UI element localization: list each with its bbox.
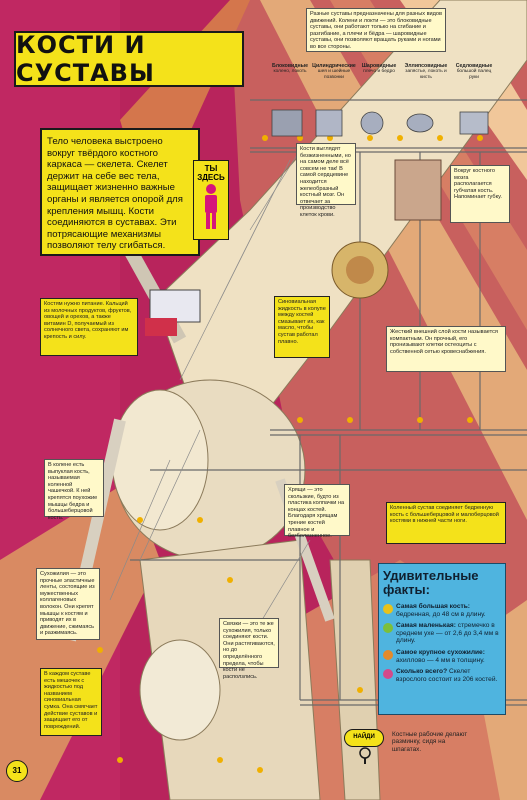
fact-text: бедренная, до 48 см в длину.: [396, 610, 486, 618]
truck: [149, 289, 201, 323]
joint-type-ellipsoid: Эллипсовидные запястье, локоть и кисть: [404, 63, 448, 80]
tendon-icon: [383, 649, 393, 660]
joint-type-desc: колено, локоть: [273, 69, 307, 75]
bone-icon: [383, 604, 393, 614]
page-title-box: КОСТИ И СУСТАВЫ: [14, 31, 244, 87]
cartilage-callout: Хрящи — это скользкие, будто из пластика…: [284, 484, 350, 539]
magnifier-icon: [359, 747, 371, 764]
tendon-callout: Сухожилия — это прочные эластичные ленты…: [36, 568, 100, 640]
facts-heading: Удивительные факты:: [383, 568, 479, 597]
ligament-callout: Связки — это те же сухожилия, только сое…: [219, 618, 279, 680]
fact-text: Скелет взрослого состоит из 206 костей.: [396, 668, 498, 683]
page-number: 31: [6, 760, 28, 782]
joint-type-name: Седловидные: [455, 63, 493, 69]
knee-joint-callout: Коленный сустав соединяет бедренную кост…: [386, 502, 506, 544]
fact-label: Самая большая кость:: [396, 603, 470, 610]
you-are-here-label: ТЫ ЗДЕСЬ: [197, 164, 225, 182]
fact-text: ахиллово — 4 мм в толщину.: [396, 656, 485, 664]
skeleton-icon: [383, 669, 393, 680]
joint-type-models: [271, 109, 489, 137]
joint-type-desc: большой палец руки: [456, 69, 492, 80]
amazing-facts-box: Удивительные факты: Самая большая кость:…: [378, 563, 506, 715]
joint-type-desc: плечо и бедро: [363, 69, 395, 75]
ear-icon: [383, 623, 393, 634]
workers: [97, 135, 483, 773]
spongy-bone-callout: Вокруг костного мозга располагается губч…: [450, 165, 510, 223]
fact-item: Самая маленькая: стремечко в среднем ухе…: [383, 622, 501, 645]
you-are-here-box: ТЫ ЗДЕСЬ: [193, 160, 229, 240]
page-title: КОСТИ И СУСТАВЫ: [16, 31, 155, 87]
find-challenge: НАЙДИ Костные рабочие делают разминку, с…: [344, 727, 470, 767]
fact-item: Сколько всего? Скелет взрослого состоит …: [383, 668, 501, 683]
bone-marrow-machine: [394, 159, 442, 221]
find-button[interactable]: НАЙДИ: [344, 729, 384, 747]
fact-item: Самая большая кость: бедренная, до 48 см…: [383, 603, 501, 618]
bursa-callout: В каждом суставе есть мешочек с жидкость…: [40, 668, 102, 736]
ropes: [109, 149, 311, 641]
fact-label: Самое крупное сухожилие:: [396, 648, 485, 656]
joint-types-callout: Разные суставы предназначены для разных …: [306, 8, 446, 52]
fact-label: Сколько всего?: [396, 668, 448, 676]
kneecap-callout: В колене есть выпуклая кость, называемая…: [44, 459, 104, 521]
compact-bone-callout: Жесткий внешний слой кости называется ко…: [386, 326, 506, 372]
intro-text: Тело человека выстроено вокруг твёрдого …: [40, 128, 200, 256]
kneecap: [111, 389, 209, 531]
joint-type-name: Эллипсовидные: [404, 63, 448, 69]
find-text: Костные рабочие делают разминку, сидя на…: [392, 731, 468, 753]
joint-type-desc: шея и шейные позвонки: [317, 69, 351, 80]
person-icon: [205, 184, 217, 229]
truck-cab: [145, 318, 177, 336]
joint-type-hinge: Блоковидные колено, локоть: [268, 63, 312, 75]
bones-alive-callout: Кости выглядят безжизненными, но на само…: [296, 143, 356, 218]
joint-type-ball: Шаровидные плечо и бедро: [357, 63, 401, 75]
joint-type-saddle: Седловидные большой палец руки: [452, 63, 496, 80]
joint-type-name: Блоковидные: [272, 63, 308, 69]
lower-bone-end: [139, 639, 221, 741]
fact-label: Самая маленькая:: [396, 622, 456, 630]
bone-marrow-core: [346, 256, 374, 284]
fact-text: стремечко в среднем ухе — от 2,6 до 3,4 …: [396, 622, 499, 645]
synovial-fluid-callout: Синовиальная жидкость в колупе между кос…: [274, 296, 330, 358]
fact-item: Самое крупное сухожилие: ахиллово — 4 мм…: [383, 649, 501, 664]
joint-type-name: Цилиндрические: [312, 63, 356, 69]
nutrition-callout: Костям нужно питание. Кальций из молочны…: [40, 298, 138, 356]
joint-type-desc: запястье, локоть и кисть: [405, 69, 447, 80]
muscle-stripe: [0, 480, 160, 800]
joint-type-pivot: Цилиндрические шея и шейные позвонки: [312, 63, 356, 80]
joint-type-name: Шаровидные: [361, 63, 397, 69]
